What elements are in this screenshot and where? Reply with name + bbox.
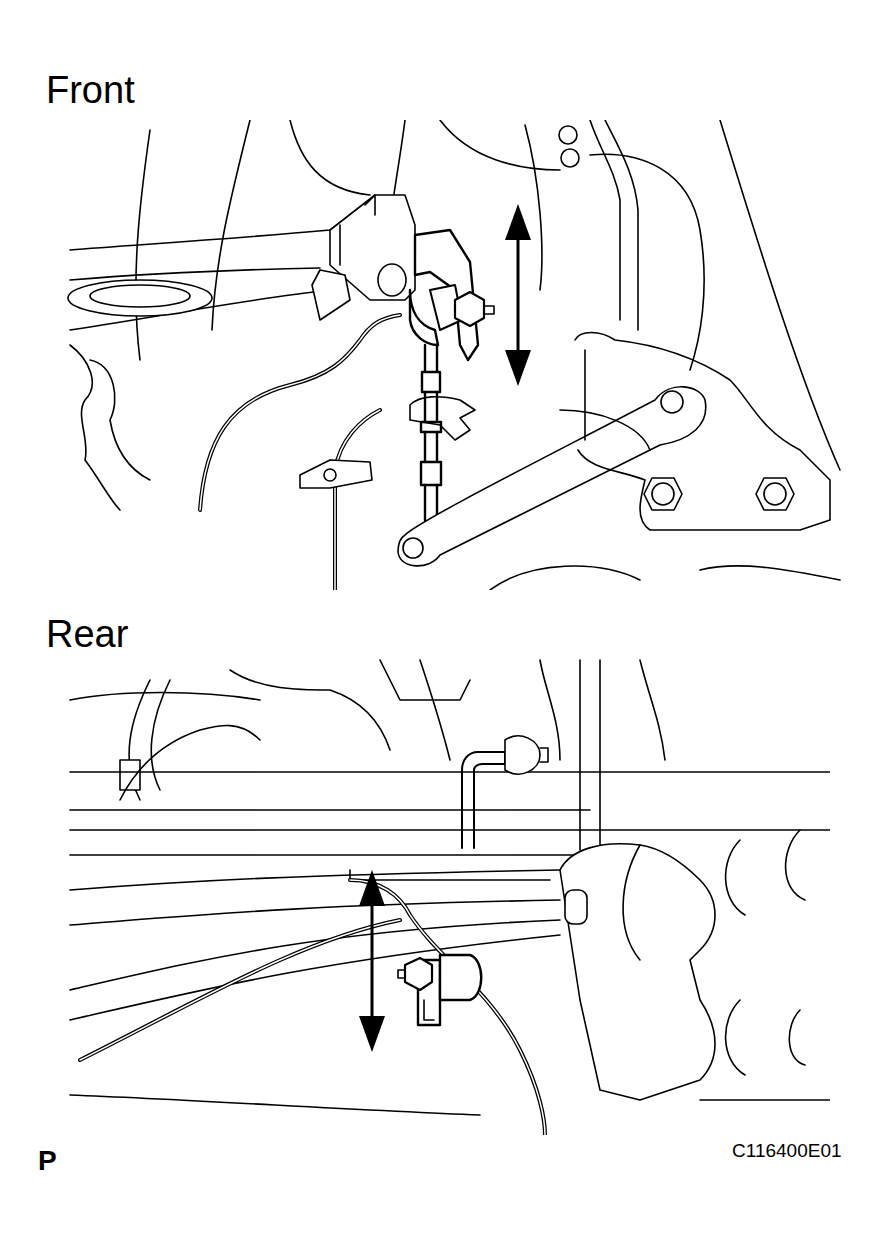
movement-arrow <box>359 870 385 1052</box>
front-suspension-drawing <box>68 120 840 590</box>
movement-arrow <box>505 204 531 386</box>
rear-suspension-drawing <box>70 660 830 1135</box>
page-mark: P <box>36 1146 59 1176</box>
view-label: Rear <box>44 614 130 654</box>
view-label: Front <box>44 70 137 110</box>
figure-code: C116400E01 <box>730 1140 844 1161</box>
